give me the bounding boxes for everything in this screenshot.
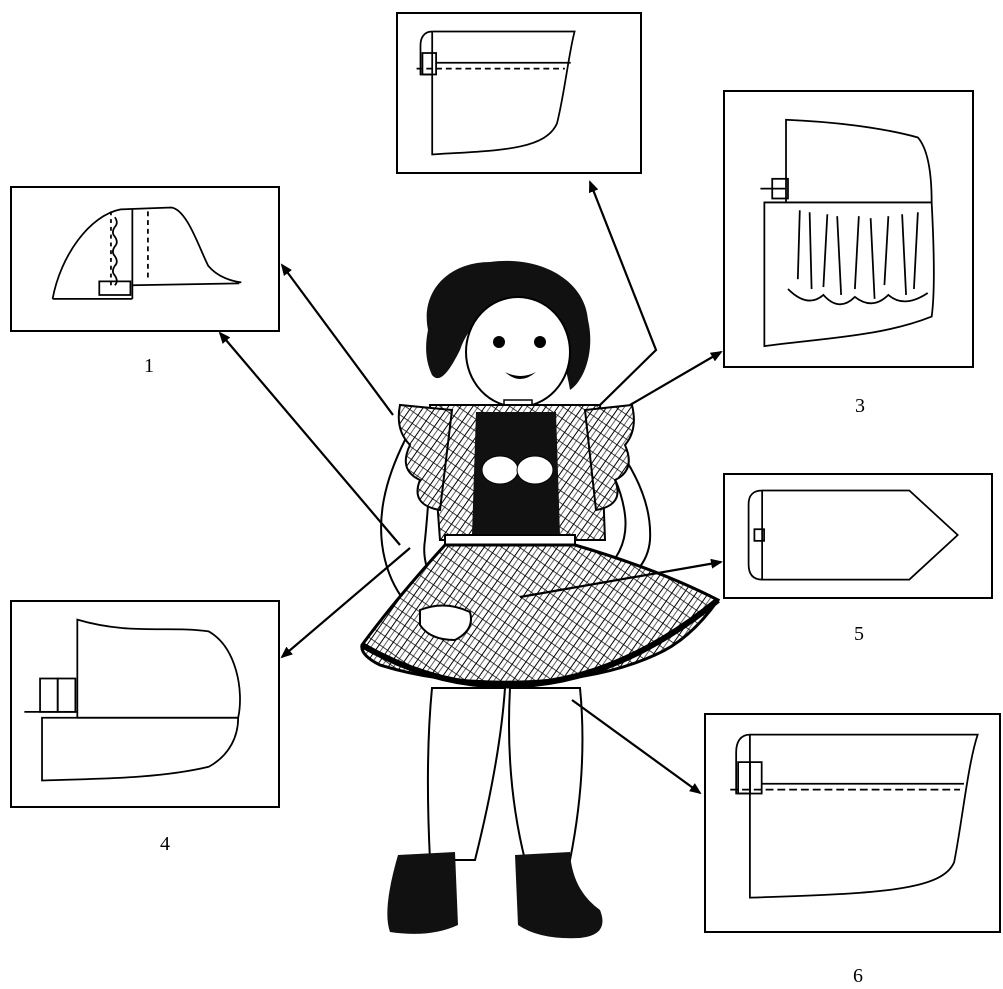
arrow-to-detail-2 bbox=[590, 182, 656, 405]
detail-label-4: 4 bbox=[160, 834, 170, 854]
detail-box-2 bbox=[396, 12, 642, 174]
detail-label-6: 6 bbox=[853, 966, 863, 986]
detail-label-3: 3 bbox=[855, 396, 865, 416]
seam-detail-5-drawing bbox=[725, 475, 991, 597]
detail-box-5 bbox=[723, 473, 993, 599]
seam-detail-2-drawing bbox=[398, 14, 640, 172]
arrow-to-detail-1-upper bbox=[282, 265, 393, 415]
seam-detail-3-drawing bbox=[725, 92, 972, 366]
seam-detail-1-drawing bbox=[12, 188, 278, 330]
detail-box-6 bbox=[704, 713, 1001, 933]
seam-detail-4-drawing bbox=[12, 602, 278, 806]
arrow-to-detail-4 bbox=[282, 548, 410, 657]
arrow-to-detail-5 bbox=[520, 562, 721, 597]
detail-box-4 bbox=[10, 600, 280, 808]
seam-detail-6-drawing bbox=[706, 715, 999, 931]
detail-label-1: 1 bbox=[144, 356, 154, 376]
arrow-to-detail-3 bbox=[630, 352, 721, 405]
arrow-to-detail-1-lower bbox=[220, 333, 400, 545]
detail-label-5: 5 bbox=[854, 624, 864, 644]
detail-box-3 bbox=[723, 90, 974, 368]
arrow-to-detail-6 bbox=[572, 700, 700, 793]
detail-box-1 bbox=[10, 186, 280, 332]
